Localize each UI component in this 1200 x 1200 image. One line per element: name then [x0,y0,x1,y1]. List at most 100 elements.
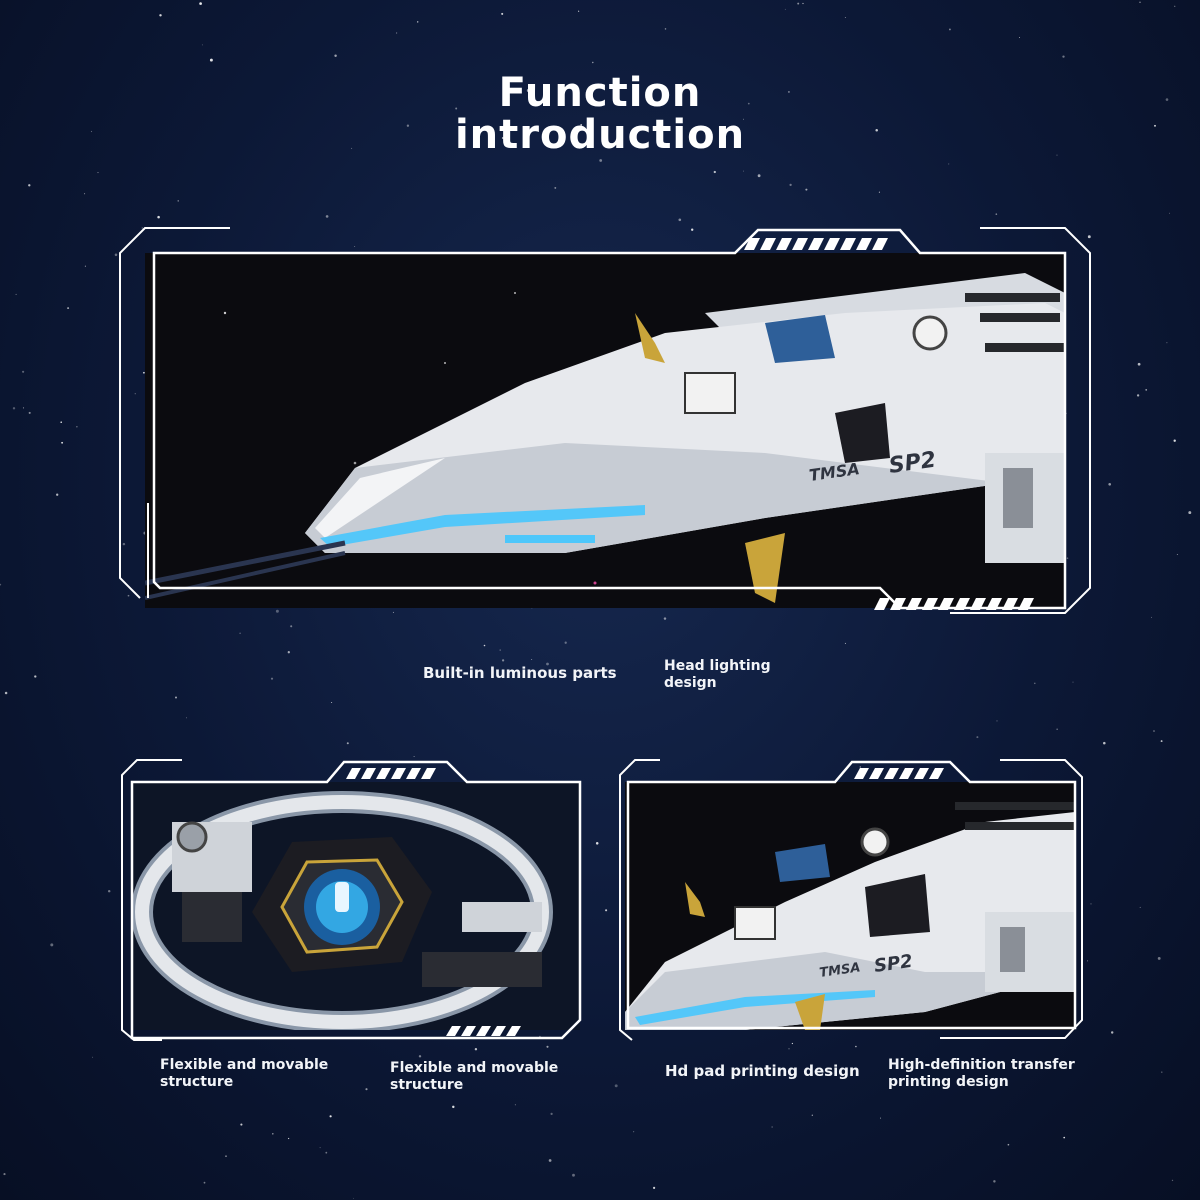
star [240,1123,243,1126]
star [580,123,583,126]
star [757,174,761,178]
star [948,28,951,31]
star [60,421,62,423]
star [28,411,31,414]
star [614,1084,618,1088]
spaceship-photo: TMSA SP2 [145,253,1065,608]
structure-photo [132,782,580,1030]
star [878,191,880,193]
star [325,1151,328,1154]
star [875,129,878,132]
star [578,10,580,12]
star [993,1180,996,1183]
star [844,642,846,644]
star [743,118,744,120]
star [4,691,8,695]
star [396,32,398,34]
star [788,1048,790,1050]
star [1150,616,1152,618]
star [275,609,279,613]
star [61,441,64,444]
star [0,583,2,586]
star [1154,124,1156,127]
main-panel-frame [119,227,1091,614]
star [209,58,213,62]
star [1139,1,1141,3]
star [791,1042,794,1045]
star [1108,482,1112,486]
star [948,163,950,165]
star [802,2,804,5]
star [855,1045,857,1048]
star [346,742,349,745]
printing-panel-frame [619,759,1083,1041]
star [1066,557,1069,559]
star [880,1117,881,1119]
star [1153,730,1155,732]
star [34,675,37,678]
caption-head-lighting: Head lighting design [664,658,771,691]
star [587,672,590,674]
caption-hd-pad-printing: Hd pad printing design [665,1062,860,1080]
star [290,625,293,628]
star [859,766,861,768]
star [1007,1143,1010,1146]
star [787,90,790,93]
star [331,701,333,704]
star [1188,511,1192,515]
star [15,293,17,295]
star [50,943,54,947]
star [175,696,177,699]
star [499,649,501,651]
star [1161,1071,1163,1073]
star [811,1114,813,1116]
star [1136,394,1140,397]
star [996,720,998,722]
star [272,1133,274,1135]
star [199,2,202,5]
star [143,371,145,374]
star [225,1155,227,1157]
star [554,186,557,189]
star [455,107,458,110]
star [287,1137,290,1140]
star [1056,728,1058,730]
star [1137,362,1141,366]
star [159,14,162,17]
star [995,213,998,215]
star [805,188,808,191]
star [177,200,179,202]
star [771,1126,773,1128]
star [663,617,667,620]
main-spaceship-panel: TMSA SP2 [119,227,1091,628]
star [122,542,126,546]
star [84,193,86,195]
star [742,170,744,172]
star [1110,1031,1114,1034]
star [1165,98,1169,101]
star [92,1056,94,1058]
star [107,889,111,893]
star [1072,681,1074,683]
star [564,641,567,644]
star [185,717,188,719]
star [1176,553,1178,555]
star [515,80,517,82]
star [76,426,78,428]
star [1090,903,1092,905]
title-line-2: introduction [454,112,746,158]
star [605,909,608,912]
star [1019,36,1021,38]
star [546,662,549,666]
star [592,61,594,64]
caption-builtin-luminous: Built-in luminous parts [423,664,617,682]
star [1087,960,1089,962]
star [285,1060,288,1062]
star [784,8,786,10]
star [12,407,16,410]
star [418,1055,422,1058]
star [84,265,86,267]
star [287,651,290,654]
star [319,1147,321,1149]
star [550,1112,553,1116]
